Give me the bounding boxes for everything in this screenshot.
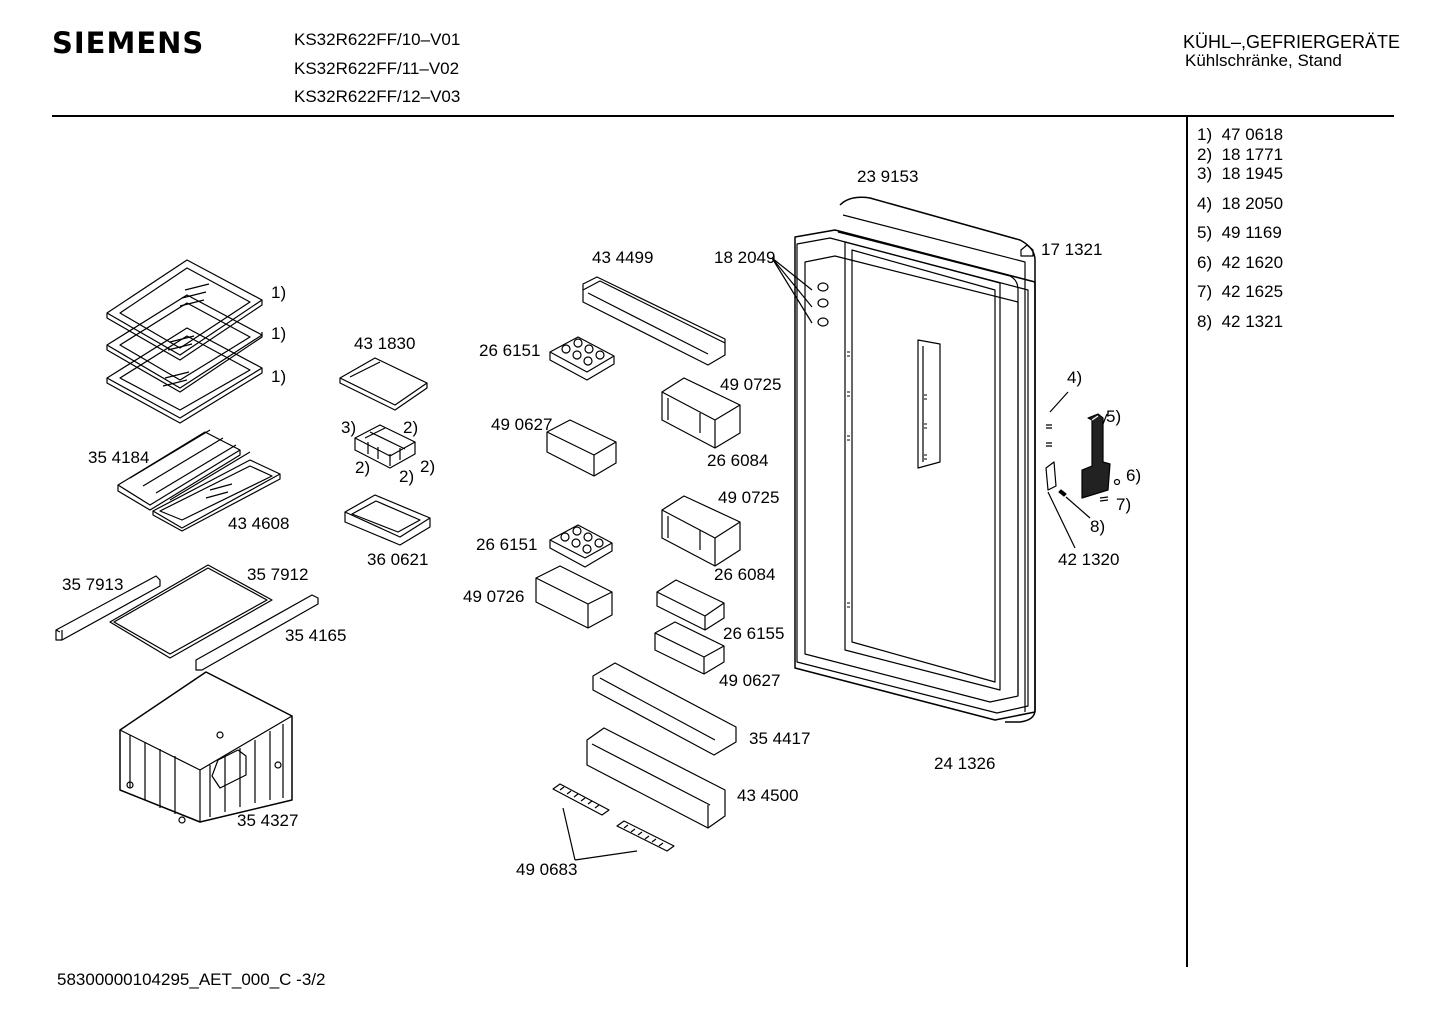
model-number-1: KS32R622FF/10–V01 [294,30,461,49]
legend-row: 8) 42 1321 [1197,311,1284,331]
legend-row: 2) 18 1771 [1197,144,1284,164]
part-label-357912: 35 7912 [247,565,309,584]
part-label-241326: 24 1326 [934,754,996,773]
vegetable-shelf [117,429,281,532]
part-label-266084: 26 6084 [714,565,776,584]
crisper-cover [55,564,319,671]
part-label-354417: 35 4417 [749,729,811,748]
egg-tray-1 [549,336,615,381]
legend-row: 4) 18 2050 [1197,193,1284,213]
part-label-354184: 35 4184 [88,448,150,467]
box-490627-1 [546,419,617,477]
legend-row: 1) 47 0618 [1197,125,1284,144]
part-label-239153: 23 9153 [857,167,919,186]
part-label-490627: 49 0627 [719,671,781,690]
ref-label: 2) [399,467,415,486]
legend-row: 7) 42 1625 [1197,282,1284,301]
part-label-182049: 18 2049 [714,248,776,267]
legend-divider [1186,116,1188,967]
egg-tray-2 [549,524,613,568]
header-rule [52,115,1394,117]
part-label-490683: 49 0683 [516,860,578,879]
ref-label: 2) [420,457,436,476]
document-code: 58300000104295_AET_000_C -3/2 [57,970,326,989]
bracket-490725-1 [661,377,741,449]
model-number-2: KS32R622FF/11–V02 [294,59,460,78]
part-label-171321: 17 1321 [1041,240,1103,259]
ref-label: 6) [1126,466,1142,485]
box-490627-2 [654,621,725,675]
door-panel [837,196,1036,723]
hinge-assembly [1045,391,1121,549]
ref-label: 1) [271,283,287,302]
box-431830 [339,357,428,411]
part-label-490725: 49 0725 [720,375,782,394]
model-number-3: KS32R622FF/12–V03 [294,87,461,106]
legend-row: 3) 18 1945 [1197,164,1284,183]
crisper-drawer [119,671,293,824]
glass-shelves [106,259,263,424]
category-subtitle: Kühlschränke, Stand [1185,51,1342,70]
part-label-490627: 49 0627 [491,415,553,434]
ref-label: 8) [1090,517,1106,536]
box-266155 [656,579,725,631]
part-label-357913: 35 7913 [62,575,124,594]
part-label-490725: 49 0725 [718,488,780,507]
part-label-434608: 43 4608 [228,514,290,533]
part-label-266084: 26 6084 [707,451,769,470]
bracket-490725-2 [661,495,741,567]
ref-label: 5) [1106,407,1122,426]
door-shelf-434500 [586,727,726,829]
ref-label: 2) [355,458,371,477]
bottle-guards [552,783,675,861]
part-label-266151: 26 6151 [476,535,538,554]
part-label-266151: 26 6151 [479,341,541,360]
ref-label: 7) [1116,495,1132,514]
ref-label: 1) [271,367,287,386]
ice-tray-set [354,424,416,469]
door-shelf-434499 [582,276,726,366]
tray-360621 [344,494,431,546]
legend-row: 6) 42 1620 [1197,252,1284,272]
brand-logo: SIEMENS [52,26,205,60]
part-label-434499: 43 4499 [592,248,654,267]
handle-symbol-icon [1020,244,1034,257]
category-title: KÜHL–,GEFRIERGERÄTE [1183,32,1401,52]
part-label-354327: 35 4327 [237,811,299,830]
part-label-434500: 43 4500 [737,786,799,805]
parts-legend: 1) 47 0618 2) 18 1771 3) 18 1945 4) 18 2… [1197,125,1283,331]
door-screws [771,257,829,327]
part-label-490726: 49 0726 [463,587,525,606]
part-label-421320: 42 1320 [1058,550,1120,569]
box-490726 [535,565,613,629]
ref-label: 4) [1067,368,1083,387]
ref-label: 1) [271,324,287,343]
legend-row: 5) 49 1169 [1197,223,1282,242]
door-rivets [847,351,927,608]
door-shelf-354417 [592,662,737,756]
door-gasket [794,229,1036,721]
ref-label: 2) [403,418,419,437]
part-label-266155: 26 6155 [723,624,785,643]
part-label-360621: 36 0621 [367,550,429,569]
ref-label: 3) [341,418,357,437]
part-label-354165: 35 4165 [285,626,347,645]
part-label-431830: 43 1830 [354,334,416,353]
